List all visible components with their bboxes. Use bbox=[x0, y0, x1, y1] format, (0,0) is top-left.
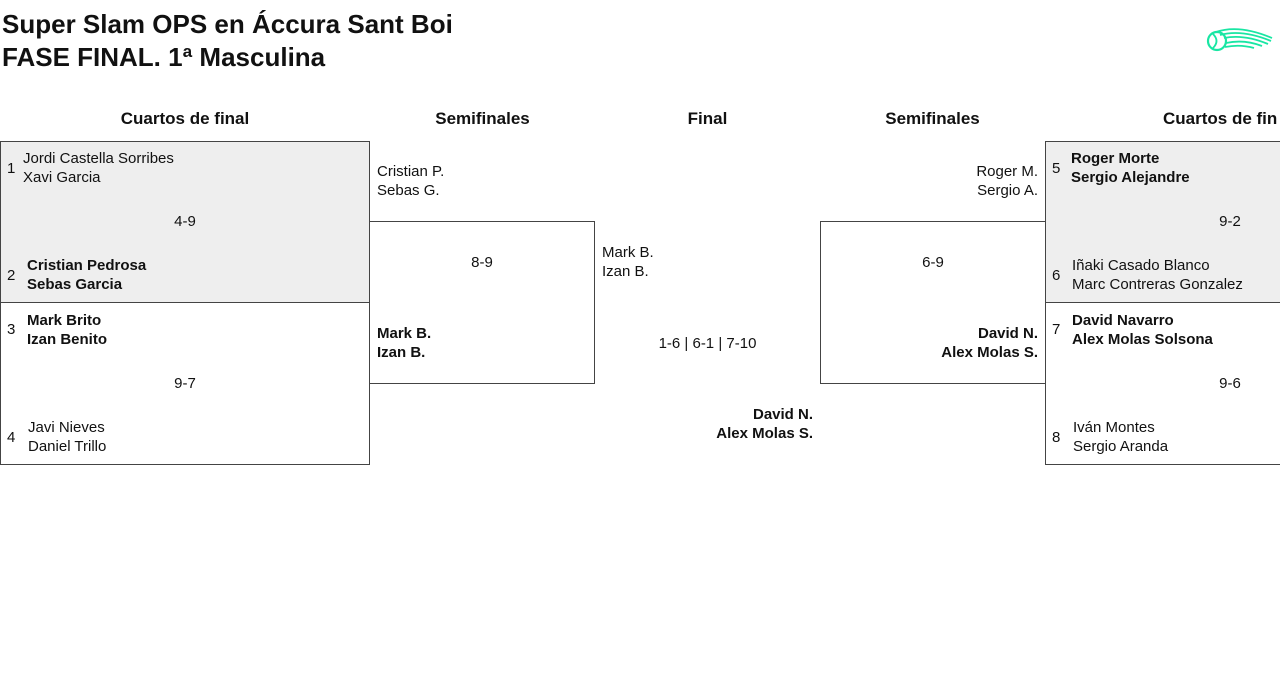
round-header-qf-left: Cuartos de final bbox=[120, 109, 250, 128]
player-name-winner: Alex Molas S. bbox=[941, 344, 1038, 361]
match-score: 9-7 bbox=[174, 375, 196, 392]
player-name-winner: David N. bbox=[752, 406, 813, 423]
player-name: Jordi Castella Sorribes bbox=[23, 150, 174, 167]
player-name: Sebas G. bbox=[377, 182, 440, 199]
page-title: Super Slam OPS en Áccura Sant Boi FASE F… bbox=[2, 8, 453, 74]
player-name: Daniel Trillo bbox=[28, 438, 107, 455]
player-name: Iván Montes bbox=[1073, 419, 1155, 436]
round-header-qf-right: Cuartos de fin bbox=[1163, 109, 1278, 128]
player-name-winner: Alex Molas S. bbox=[716, 425, 813, 442]
player-name-winner: Izan B. bbox=[377, 344, 426, 361]
final-score: 1-6 | 6-1 | 7-10 bbox=[658, 335, 757, 352]
player-name-winner: Sebas Garcia bbox=[27, 276, 123, 293]
player-name: Mark B. bbox=[602, 244, 654, 261]
seed-number: 2 bbox=[7, 267, 16, 284]
seed-number: 1 bbox=[7, 160, 16, 177]
match-score: 9-6 bbox=[1219, 375, 1241, 392]
match-qf-right-1 bbox=[1045, 141, 1280, 303]
title-line-2: FASE FINAL. 1ª Masculina bbox=[2, 42, 326, 72]
player-name-winner: Mark Brito bbox=[27, 312, 102, 329]
seed-number: 8 bbox=[1052, 429, 1061, 446]
player-name-winner: David Navarro bbox=[1072, 312, 1174, 329]
match-score: 6-9 bbox=[922, 254, 944, 271]
seed-number: 3 bbox=[7, 321, 16, 338]
seed-number: 7 bbox=[1052, 321, 1061, 338]
player-name: Sergio Aranda bbox=[1073, 438, 1169, 455]
player-name-winner: David N. bbox=[977, 325, 1038, 342]
player-name-winner: Izan Benito bbox=[27, 331, 108, 348]
title-line-1: Super Slam OPS en Áccura Sant Boi bbox=[2, 9, 453, 39]
player-name: Javi Nieves bbox=[28, 419, 105, 436]
player-name: Cristian P. bbox=[377, 163, 445, 180]
player-name-winner: Mark B. bbox=[377, 325, 432, 342]
player-name: Roger M. bbox=[976, 163, 1038, 180]
player-name-winner: Alex Molas Solsona bbox=[1072, 331, 1213, 348]
match-score: 4-9 bbox=[174, 213, 196, 230]
player-name-winner: Sergio Alejandre bbox=[1071, 169, 1190, 186]
player-name-winner: Roger Morte bbox=[1071, 150, 1160, 167]
match-score: 9-2 bbox=[1219, 213, 1241, 230]
round-header-sf-left: Semifinales bbox=[435, 109, 530, 128]
round-header-final: Final bbox=[687, 109, 728, 128]
player-name: Sergio A. bbox=[977, 182, 1038, 199]
match-sf-left bbox=[369, 221, 595, 384]
player-name: Xavi Garcia bbox=[23, 169, 101, 186]
match-score: 8-9 bbox=[471, 254, 493, 271]
tennis-ball-logo-icon bbox=[1206, 28, 1273, 52]
player-name: Izan B. bbox=[602, 263, 649, 280]
seed-number: 5 bbox=[1052, 160, 1061, 177]
player-name-winner: Cristian Pedrosa bbox=[27, 257, 147, 274]
match-qf-right-2 bbox=[1045, 302, 1280, 465]
seed-number: 4 bbox=[7, 429, 16, 446]
player-name: Iñaki Casado Blanco bbox=[1072, 257, 1210, 274]
seed-number: 6 bbox=[1052, 267, 1061, 284]
round-header-sf-right: Semifinales bbox=[885, 109, 980, 128]
player-name: Marc Contreras Gonzalez bbox=[1072, 276, 1243, 293]
